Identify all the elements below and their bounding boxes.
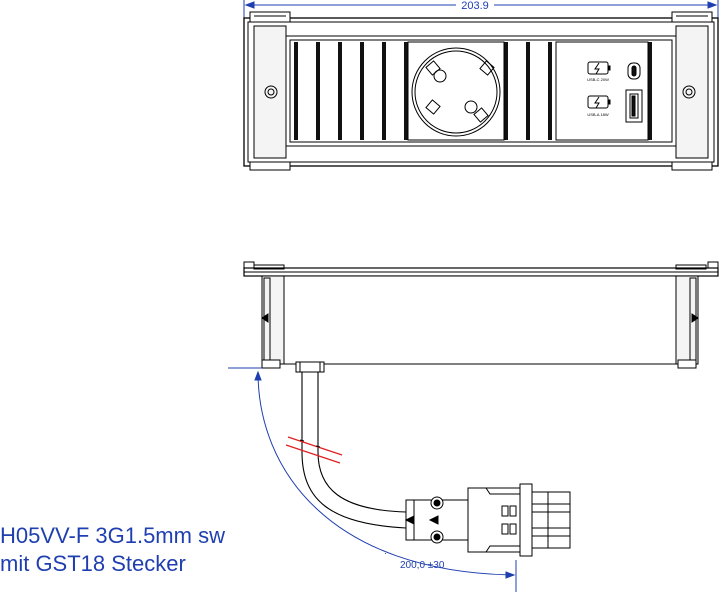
tick-mark: · [384,549,387,558]
panel-stripes [294,42,652,140]
side-view [243,261,719,373]
cable-length-dimension [228,367,517,592]
cable-spec-line-1: H05VV-F 3G1.5mm sw [0,523,225,548]
overall-width-value: 203.9 [461,0,489,12]
usb-module: USB-C 20W USB-A 18W [555,41,649,141]
power-cable [301,372,407,529]
usb-a-charge-icon [587,95,611,109]
usb-c-charge-icon [587,61,611,75]
usb-c-label: USB-C 20W [587,77,609,82]
cable-length-value: 200,0 ±30 [400,560,445,571]
cable-spec-line-2: mit GST18 Stecker [0,551,186,576]
schuko-socket [407,41,505,141]
gst18-connector [404,483,571,557]
usb-a-label: USB-A 18W [587,112,609,117]
cable-break-marks [285,436,343,464]
